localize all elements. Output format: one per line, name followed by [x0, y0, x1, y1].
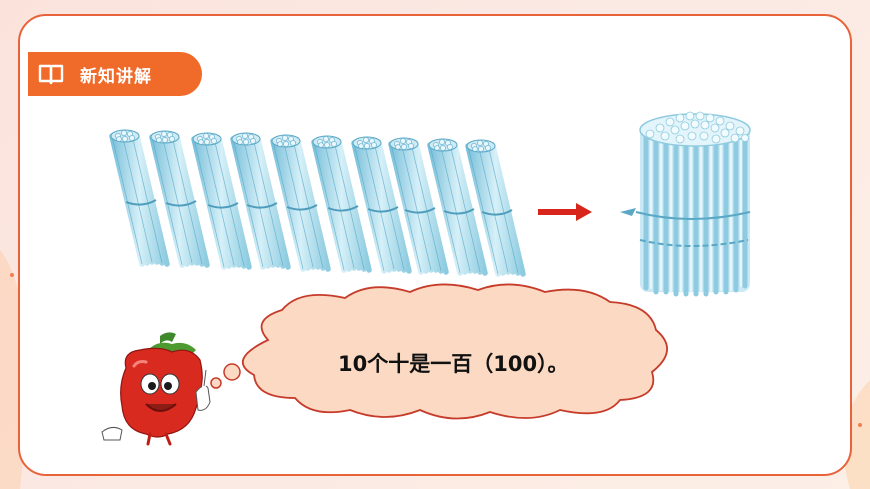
bell-pepper-mascot	[101, 332, 211, 446]
hundred-bundle	[620, 111, 751, 297]
section-header: 新知讲解	[28, 52, 202, 96]
arrow-right-icon	[538, 203, 592, 221]
thought-cloud	[210, 283, 668, 420]
section-title: 新知讲解	[80, 66, 152, 87]
statement-text: 10个十是一百（100）。	[338, 352, 569, 376]
book-icon	[34, 57, 68, 91]
